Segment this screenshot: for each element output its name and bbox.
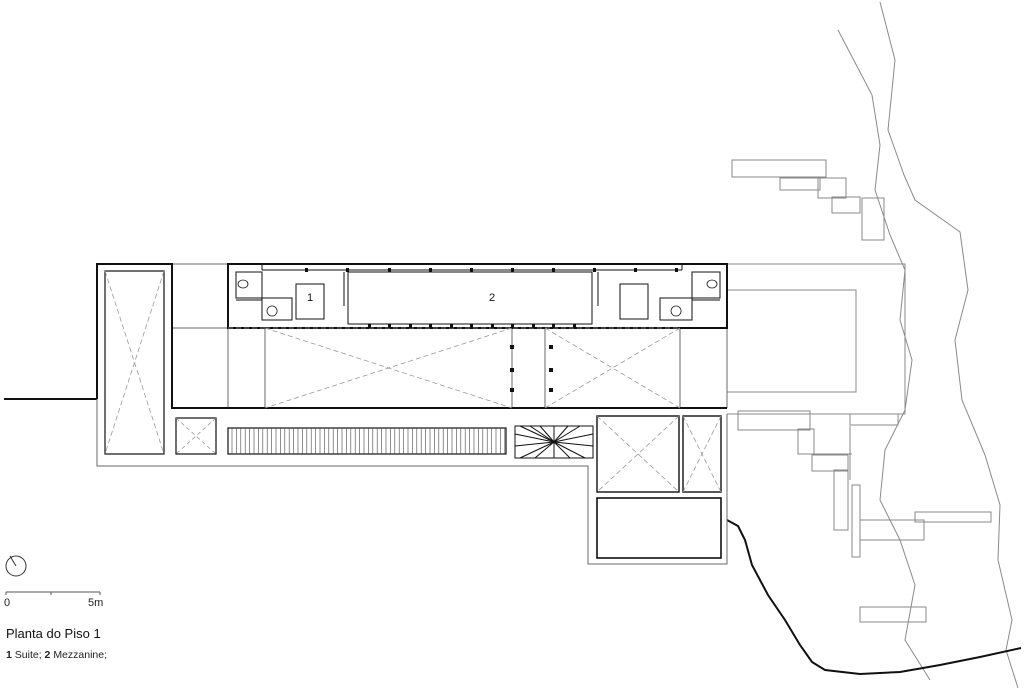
- central-void: [228, 327, 681, 409]
- columns: [510, 345, 553, 392]
- scale-start-label: 0: [4, 597, 11, 609]
- terrace-steps: [731, 159, 992, 623]
- heavy-walls: [96, 263, 728, 409]
- upper-interior: [235, 264, 721, 325]
- deck-outline: [727, 263, 906, 415]
- scale-end-label: 5m: [88, 597, 104, 609]
- small-void: [175, 417, 217, 455]
- legend-number-2: 2: [44, 649, 51, 661]
- winder-stair: [514, 425, 594, 459]
- scale-bar: [5, 591, 101, 595]
- legend-number-1: 1: [6, 649, 12, 661]
- site-boundary: [4, 398, 1022, 676]
- plan-title: Planta do Piso 1: [6, 626, 101, 641]
- room-2-label: 2: [489, 292, 495, 304]
- legend: 1 Suite; 2 Mezzanine;: [6, 649, 107, 661]
- plumbing-fixtures: [237, 279, 718, 317]
- legend-label-2: Mezzanine;: [53, 649, 108, 661]
- window-mullions: [305, 268, 678, 328]
- north-arrow-icon: [5, 555, 27, 577]
- legend-label-1: Suite;: [14, 649, 42, 661]
- right-voids: [596, 415, 722, 559]
- left-void: [104, 270, 165, 455]
- terrain-contours: [837, 1, 1019, 689]
- straight-stair: [227, 427, 507, 455]
- building-envelope: [96, 263, 728, 565]
- room-1-label: 1: [307, 292, 313, 304]
